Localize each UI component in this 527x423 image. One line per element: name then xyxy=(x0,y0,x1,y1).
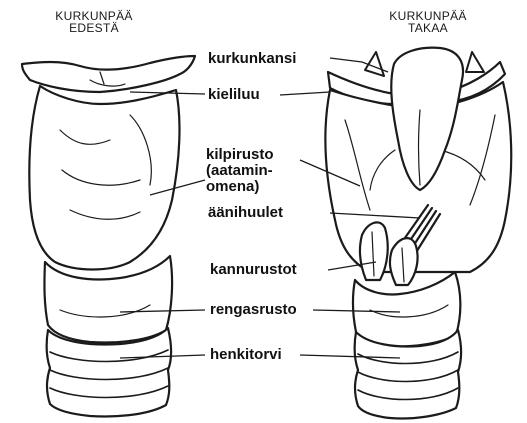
front-view-title: KURKUNPÄÄ EDESTÄ xyxy=(34,10,154,34)
front-hyoid-bone xyxy=(22,56,195,92)
label-kurkunkansi: kurkunkansi xyxy=(208,51,296,67)
leader-kieliluu-back xyxy=(280,92,330,95)
front-title-line-2: EDESTÄ xyxy=(34,22,154,34)
larynx-back-view xyxy=(325,48,511,419)
label-kilpirusto-line-2: (aatamin- xyxy=(206,163,274,179)
label-henkitorvi: henkitorvi xyxy=(210,347,282,363)
back-title-line-2: TAKAA xyxy=(368,22,488,34)
label-kieliluu: kieliluu xyxy=(208,87,260,103)
back-view-title: KURKUNPÄÄ TAKAA xyxy=(368,10,488,34)
label-kilpirusto-line-1: kilpirusto xyxy=(206,147,274,163)
label-rengasrusto: rengasrusto xyxy=(210,302,297,318)
label-kilpirusto: kilpirusto (aatamin- omena) xyxy=(206,147,274,195)
front-thyroid-cartilage xyxy=(29,86,179,270)
larynx-front-view xyxy=(22,56,195,417)
label-kannurustot: kannurustot xyxy=(210,262,297,278)
label-kilpirusto-line-3: omena) xyxy=(206,179,274,195)
label-aanihuulet: äänihuulet xyxy=(208,205,283,221)
